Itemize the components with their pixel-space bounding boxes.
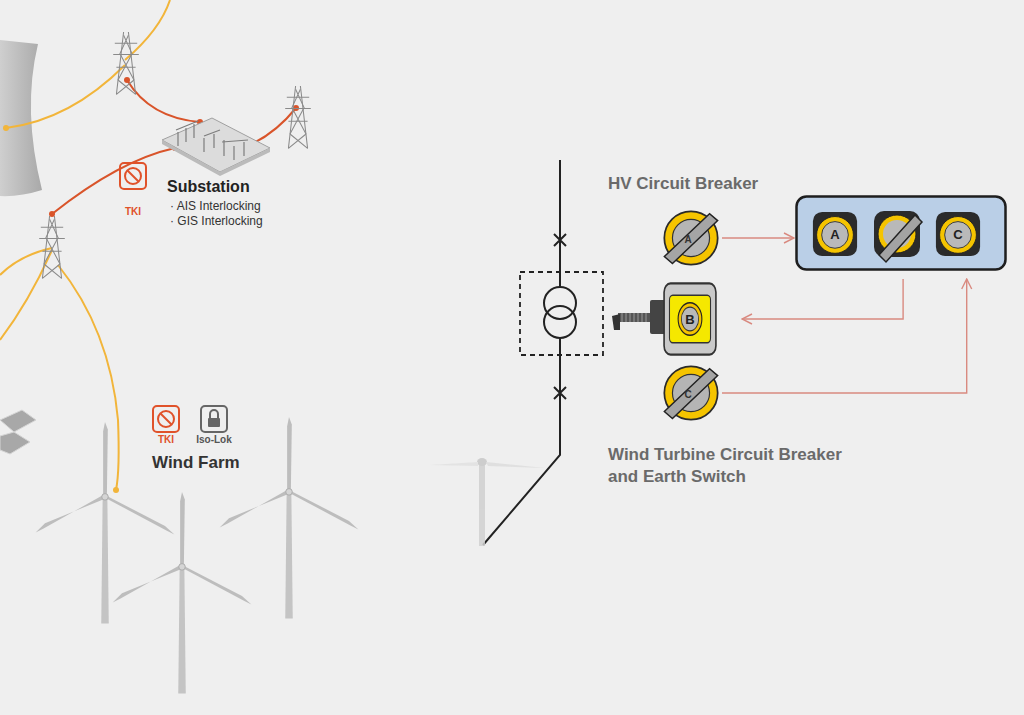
- section-label: Wind Farm: [152, 453, 240, 473]
- interlock-arrow: [722, 237, 794, 238]
- key-lock: C: [935, 211, 981, 257]
- product-tag: TKI: [158, 434, 174, 445]
- product-tag: TKI: [125, 206, 141, 217]
- lock-letter: C: [953, 228, 962, 241]
- key-lock: A: [812, 211, 858, 257]
- key-symbol: A: [662, 209, 720, 267]
- section-label: Substation: [167, 178, 250, 196]
- interlock-arrow: [742, 279, 903, 319]
- lock-letter: C: [684, 390, 691, 400]
- note-text: · AIS Interlocking: [170, 199, 261, 213]
- key-symbol: C: [662, 364, 720, 422]
- lock-letter: A: [830, 228, 839, 241]
- interlock-panel: AC: [795, 195, 1007, 271]
- section-label: HV Circuit Breaker: [608, 174, 758, 194]
- section-label: Wind Turbine Circuit Breaker and Earth S…: [608, 444, 858, 488]
- lock-letter: B: [685, 313, 694, 326]
- bolt-lock: B: [663, 282, 717, 356]
- note-text: · GIS Interlocking: [170, 214, 263, 228]
- note-text: Iso-Lok: [196, 434, 232, 445]
- interlock-arrow: [722, 279, 967, 393]
- lock-letter: A: [684, 235, 691, 245]
